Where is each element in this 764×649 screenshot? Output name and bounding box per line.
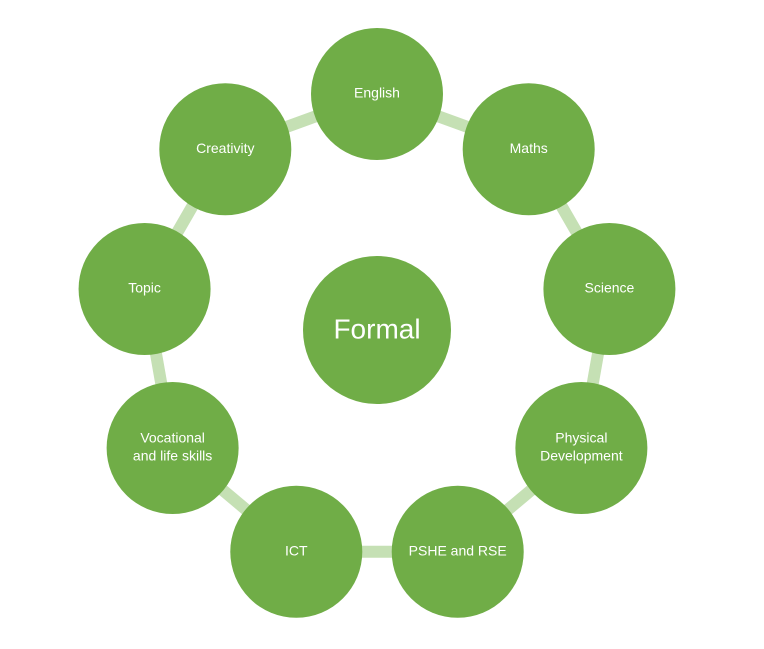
node-circle-ict [230, 485, 363, 618]
node-ict: ICT [230, 485, 363, 618]
node-label-physical-development-line-1: Physical [555, 430, 607, 446]
center-label: Formal [333, 313, 420, 344]
node-pshe-and-rse: PSHE and RSE [391, 485, 524, 618]
node-science: Science [543, 223, 676, 356]
node-circle-vocational-and-life-skills [106, 382, 239, 514]
center-circle [303, 256, 451, 404]
node-vocational-and-life-skills: Vocational and life skills [106, 382, 239, 514]
node-circle-english [311, 28, 443, 160]
node-creativity: Creativity [159, 83, 292, 216]
node-label-creativity: Creativity [196, 140, 254, 156]
node-topic: Topic [78, 223, 211, 356]
node-english: English [311, 28, 443, 160]
node-circle-physical-development [515, 382, 648, 514]
node-circle-creativity [159, 83, 292, 216]
node-circle-pshe-and-rse [391, 485, 524, 618]
node-label-maths: Maths [510, 140, 548, 156]
node-label-pshe-and-rse: PSHE and RSE [409, 542, 507, 558]
node-label-vocational-and-life-skills-line-2: and life skills [133, 448, 212, 464]
node-circle-science [543, 223, 676, 356]
node-circle-maths [462, 83, 595, 216]
node-label-english: English [354, 85, 400, 101]
node-circle-topic [78, 223, 211, 356]
node-label-physical-development-line-2: Development [540, 448, 623, 464]
node-label-topic: Topic [128, 280, 161, 296]
node-label-science: Science [585, 280, 635, 296]
node-label-ict: ICT [285, 542, 308, 558]
center-node: Formal [303, 256, 451, 404]
outer-nodes: EnglishMathsSciencePhysicalDevelopmentPS… [78, 28, 676, 618]
node-maths: Maths [462, 83, 595, 216]
node-label-vocational-and-life-skills-line-1: Vocational [140, 430, 205, 446]
